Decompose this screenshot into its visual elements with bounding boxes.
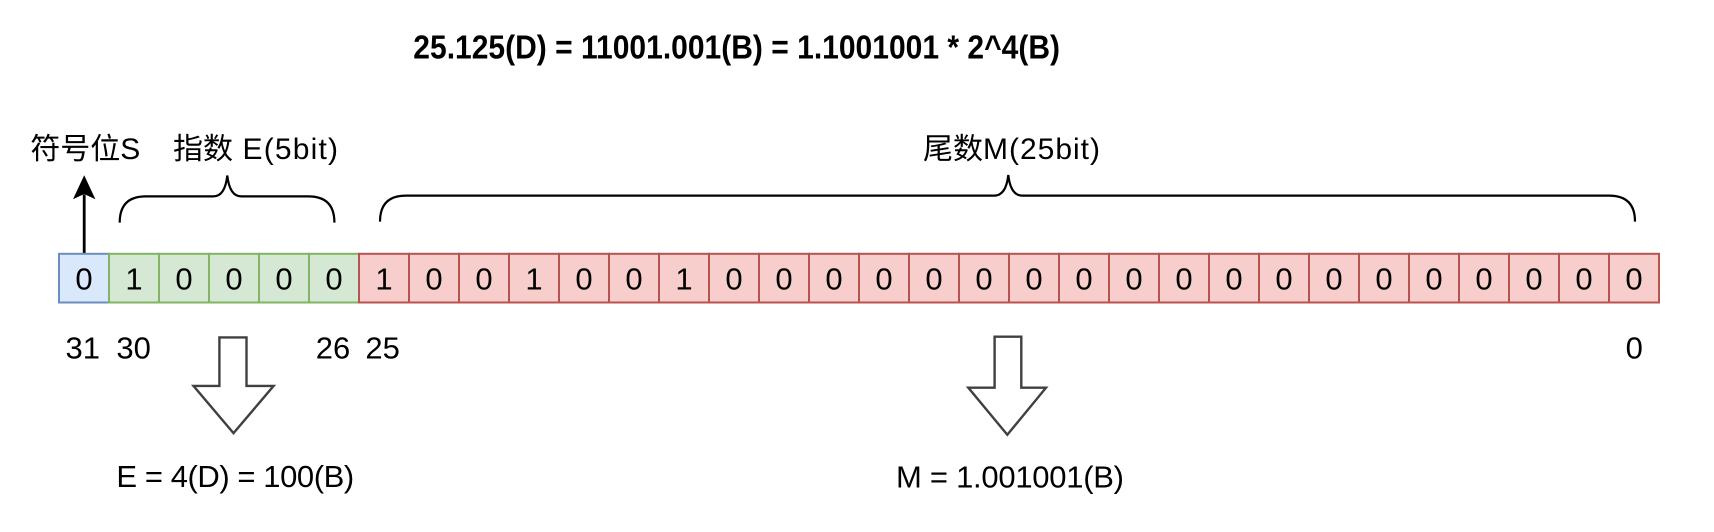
svg-text:0: 0 bbox=[825, 262, 842, 297]
svg-text:0: 0 bbox=[725, 262, 742, 297]
svg-text:0: 0 bbox=[625, 262, 642, 297]
svg-text:0: 0 bbox=[225, 262, 242, 297]
svg-text:0: 0 bbox=[1575, 262, 1592, 297]
svg-text:30: 30 bbox=[116, 331, 150, 366]
svg-text:0: 0 bbox=[1275, 262, 1292, 297]
svg-text:0: 0 bbox=[1626, 331, 1643, 366]
svg-text:0: 0 bbox=[1075, 262, 1092, 297]
svg-text:E(5bit): E(5bit) bbox=[233, 133, 338, 166]
svg-text:0: 0 bbox=[1175, 262, 1192, 297]
svg-text:1: 1 bbox=[525, 262, 542, 297]
svg-text:0: 0 bbox=[325, 262, 342, 297]
svg-text:S: S bbox=[120, 133, 140, 166]
svg-text:0: 0 bbox=[975, 262, 992, 297]
svg-text:0: 0 bbox=[475, 262, 492, 297]
svg-text:0: 0 bbox=[1475, 262, 1492, 297]
svg-text:25.125(D) = 11001.001(B) = 1.1: 25.125(D) = 11001.001(B) = 1.1001001 * 2… bbox=[413, 29, 1060, 66]
svg-text:1: 1 bbox=[125, 262, 142, 297]
svg-text:0: 0 bbox=[1225, 262, 1242, 297]
svg-text:0: 0 bbox=[1625, 262, 1642, 297]
svg-text:E = 4(D) = 100(B): E = 4(D) = 100(B) bbox=[116, 459, 354, 494]
svg-text:1: 1 bbox=[675, 262, 692, 297]
svg-text:1: 1 bbox=[375, 262, 392, 297]
svg-text:0: 0 bbox=[75, 262, 92, 297]
svg-text:0: 0 bbox=[875, 262, 892, 297]
svg-text:0: 0 bbox=[575, 262, 592, 297]
svg-text:0: 0 bbox=[775, 262, 792, 297]
svg-text:0: 0 bbox=[275, 262, 292, 297]
svg-text:26: 26 bbox=[316, 331, 350, 366]
svg-text:0: 0 bbox=[925, 262, 942, 297]
svg-text:0: 0 bbox=[1125, 262, 1142, 297]
svg-text:31: 31 bbox=[65, 331, 99, 366]
svg-text:0: 0 bbox=[1375, 262, 1392, 297]
svg-text:0: 0 bbox=[1325, 262, 1342, 297]
svg-text:25: 25 bbox=[365, 331, 399, 366]
svg-text:0: 0 bbox=[1425, 262, 1442, 297]
svg-text:M(25bit): M(25bit) bbox=[983, 133, 1100, 166]
svg-text:0: 0 bbox=[1525, 262, 1542, 297]
svg-text:0: 0 bbox=[175, 262, 192, 297]
svg-text:M = 1.001001(B): M = 1.001001(B) bbox=[896, 460, 1124, 495]
svg-text:0: 0 bbox=[1025, 262, 1042, 297]
svg-text:0: 0 bbox=[425, 262, 442, 297]
